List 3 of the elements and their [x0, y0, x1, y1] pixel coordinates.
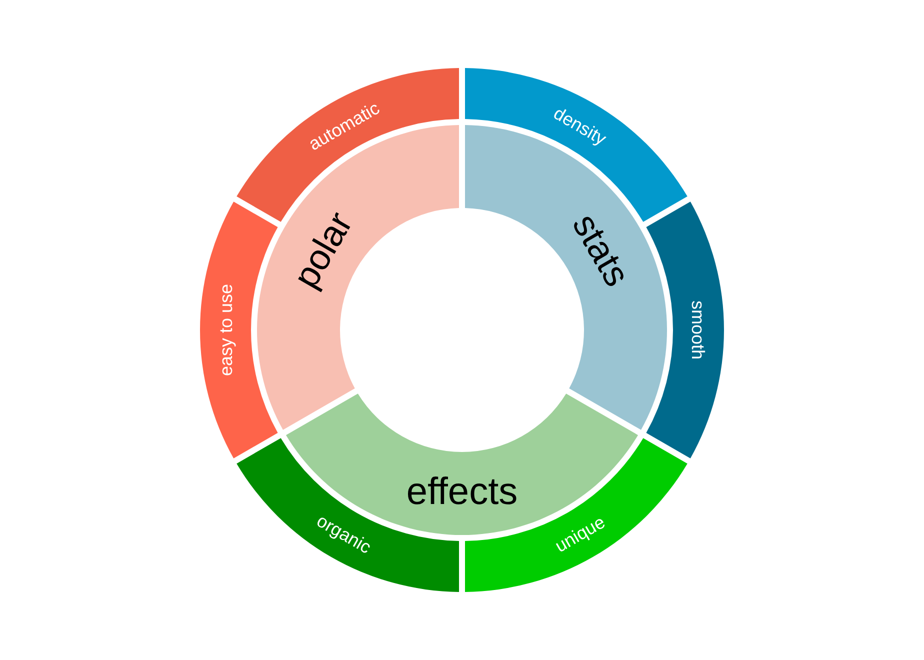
segment-label: smooth — [689, 300, 707, 360]
segment-label: effects — [406, 473, 518, 511]
segment-label: easy to use — [217, 284, 235, 376]
